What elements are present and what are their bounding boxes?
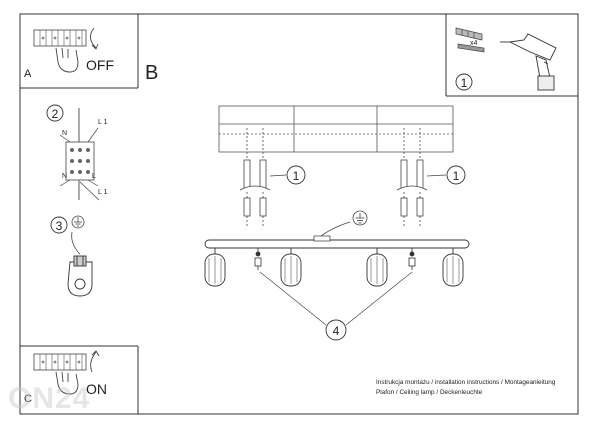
step-b-letter: B: [145, 62, 158, 84]
wire-label-n-top: N: [62, 130, 67, 137]
mounting-hardware-left: [239, 128, 271, 226]
callout-mount-left: 1: [293, 169, 300, 183]
screw-anchor-icon: [455, 27, 485, 53]
wire-label-l1-bottom: L 1: [98, 189, 108, 196]
callout-bulbs: 4: [333, 324, 340, 338]
wire-label-l1-top: L 1: [98, 119, 108, 126]
footer-line-2: Plafon / Ceiling lamp / Deckenleuchte: [376, 389, 483, 396]
callout-circle: [325, 319, 347, 341]
hand-switch-icon: [55, 371, 79, 395]
step-c-letter: C: [24, 393, 32, 405]
lamp-shade-icon: [442, 248, 464, 287]
callout-anchors-top: 1: [461, 76, 468, 90]
bulbs: [254, 248, 416, 270]
ceiling-block: [218, 105, 454, 153]
terminal-block-icon: [33, 353, 87, 371]
footer-line-1: Instrukcja montażu / installation instru…: [376, 379, 556, 386]
callout-wiring: 2: [52, 107, 59, 121]
bulb-icon: [408, 248, 416, 270]
ground-symbol-icon: [71, 215, 85, 229]
panel-c-switch-on: C ON: [24, 350, 107, 405]
terminal-block-icon: [33, 29, 87, 47]
hardware-quantity: x4: [470, 40, 478, 47]
hand-switch-icon: [55, 47, 79, 73]
mounting-hardware-right: [396, 128, 428, 226]
callout-mount-right: 1: [453, 169, 460, 183]
ground-symbol-icon: [315, 210, 368, 241]
lamp-shades: [204, 248, 464, 287]
step-a-action: OFF: [86, 57, 114, 73]
step-a-letter: A: [24, 68, 32, 80]
callout-circle: [455, 73, 473, 91]
wire-label-n-bottom: N: [62, 173, 67, 180]
lamp-bar: [204, 235, 470, 249]
lamp-shade-icon: [280, 248, 302, 287]
lamp-shade-icon: [366, 248, 388, 287]
callout-ground: 3: [56, 219, 63, 233]
step-c-action: ON: [86, 381, 107, 397]
ground-connector-icon: [67, 255, 93, 297]
hardware-kit: x4 1: [455, 27, 557, 91]
terminal-block-icon: [65, 141, 95, 181]
diagram-frame: [19, 13, 579, 415]
lamp-shade-icon: [204, 248, 226, 287]
watermark-logo: ON24: [8, 382, 91, 415]
bulb-icon: [254, 248, 262, 270]
ground-step: 3: [50, 215, 93, 297]
wire-label-l-bottom: L: [92, 173, 96, 180]
arrow-up-icon: [90, 351, 97, 373]
arrow-down-icon: [90, 27, 97, 49]
wiring-step: 2 N L 1 N L L 1: [46, 104, 108, 201]
panel-a-switch-off: A OFF: [24, 27, 114, 80]
drill-icon: [500, 33, 557, 91]
